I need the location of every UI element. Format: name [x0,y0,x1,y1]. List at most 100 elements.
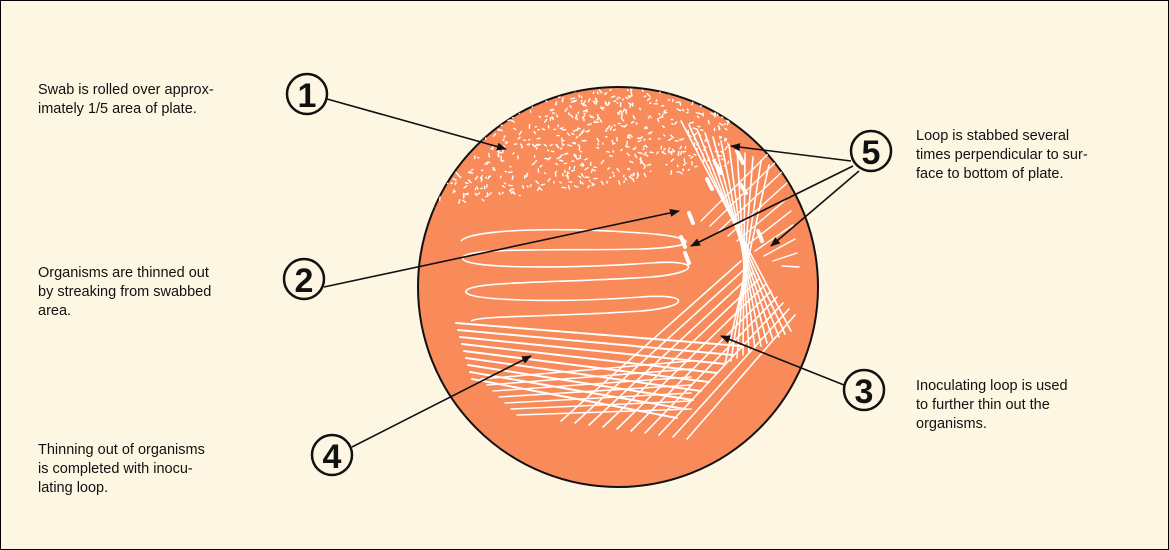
step-3-text: Inoculating loop is used to further thin… [916,378,1068,432]
swab-speck [622,108,626,113]
swab-speck [538,186,543,191]
horizontal-streak [504,392,692,404]
swab-speck [612,150,615,153]
swab-speck [600,106,605,109]
swab-speck [599,118,603,123]
swab-speck [643,172,647,178]
swab-speck [513,127,517,131]
swab-speck [564,107,568,112]
swab-speck [696,90,700,95]
swab-speck [457,174,462,179]
swab-speck [446,173,449,177]
swab-speck [434,111,438,114]
swab-speck [501,191,504,195]
horizontal-streak [480,360,692,380]
swab-speck [507,119,511,122]
swab-speck [483,91,486,94]
swab-speck [500,117,504,121]
swab-speck [682,162,687,166]
swab-speck [688,121,692,125]
swab-speck [725,87,729,90]
swab-speck [705,89,709,92]
swab-speck [691,121,694,124]
swab-speck [630,120,635,124]
swab-speck [518,103,521,106]
swab-speck [435,109,440,114]
swab-speck [535,180,539,185]
swab-speck [453,124,457,130]
swab-speck [625,96,629,100]
swab-speck [581,130,585,134]
swab-speck [432,160,437,165]
swab-speck [582,109,588,113]
swab-speck [575,136,579,139]
swab-speck [579,162,584,166]
swab-speck [543,172,547,175]
crosshatch-line [672,308,790,438]
swab-speck [629,103,632,108]
swab-speck [600,180,605,186]
swab-speck [624,145,630,148]
crosshatch-line [736,196,790,242]
swab-speck [658,115,663,119]
swab-speck [587,123,592,126]
swab-speck [450,182,454,185]
swab-speck [641,89,644,92]
swab-speck [643,165,646,170]
swab-speck [577,175,582,179]
swab-speck [682,150,687,153]
swab-speck [464,125,468,129]
swab-speck [707,91,710,95]
swab-speck [566,171,569,176]
swab-speck [468,170,472,174]
swab-speck [636,174,640,179]
stab-mark [735,149,745,165]
swab-speck [584,167,589,171]
swab-speck [708,90,712,95]
swab-speck [717,125,721,130]
swab-speck [671,148,676,153]
swab-speck [525,172,529,177]
crosshatch-line [560,260,742,422]
swab-speck [681,108,685,112]
swab-speck [482,129,487,133]
swab-speck [656,151,659,155]
swab-speck [630,174,633,177]
swab-speck [643,138,646,141]
step-1-text: Swab is rolled over approx- imately 1/5 … [38,82,214,117]
swab-speck [467,145,471,150]
swab-speck [606,125,611,130]
swab-speck [645,145,648,149]
swab-speck [460,130,463,133]
swab-speck [661,125,665,129]
swab-speck [640,136,644,139]
swab-speck [459,115,464,119]
horizontal-streak [510,400,692,410]
crosshatch-line [686,314,796,440]
swab-speck [637,151,643,155]
swab-speck [576,117,579,121]
step-1-badge: 1 [285,72,329,116]
swab-speck [657,118,660,123]
horizontal-streak [455,322,742,347]
swab-speck [664,109,667,112]
swab-speck [541,128,546,131]
swab-speck [484,162,487,166]
swab-speck [678,171,683,175]
swab-speck [440,153,443,157]
swab-speck [507,99,510,104]
swab-speck [649,170,652,173]
swab-speck [517,136,521,140]
swab-speck [559,154,564,158]
swab-speck [593,100,597,103]
swab-speck [521,184,525,189]
swab-speck [529,184,533,188]
swab-speck [546,96,549,100]
swab-speck [643,126,647,130]
swab-speck [720,99,725,102]
swab-speck [431,150,435,153]
swab-speck [432,179,436,185]
swab-speck [617,110,621,115]
swab-speck [680,137,685,141]
swab-speck [437,156,441,161]
